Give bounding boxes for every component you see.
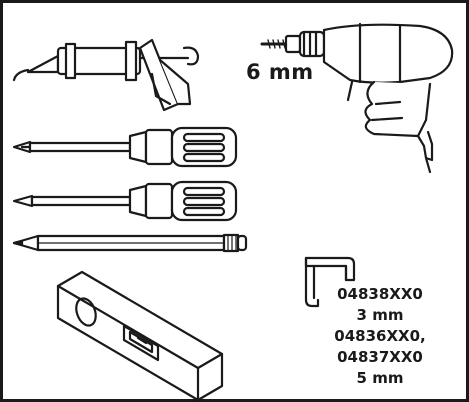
flathead-screwdriver-icon bbox=[12, 180, 238, 222]
allen-key-size: 3 mm bbox=[356, 306, 404, 324]
allen-key-part-number: 04836XX0, bbox=[334, 327, 426, 345]
allen-key-label-block: 04838XX0 3 mm 04836XX0, 04837XX0 5 mm bbox=[320, 284, 440, 389]
power-drill-icon bbox=[260, 22, 454, 174]
phillips-screwdriver-icon bbox=[12, 126, 238, 168]
allen-key-icon bbox=[304, 256, 356, 308]
allen-key-part-number: 04837XX0 bbox=[337, 348, 423, 366]
allen-key-part-number: 04838XX0 bbox=[337, 285, 423, 303]
spirit-level-icon bbox=[56, 270, 224, 402]
caulking-gun-icon bbox=[12, 38, 200, 112]
pencil-icon bbox=[12, 233, 248, 253]
drill-bit-size-label: 6 mm bbox=[246, 60, 314, 84]
allen-key-size: 5 mm bbox=[356, 369, 404, 387]
